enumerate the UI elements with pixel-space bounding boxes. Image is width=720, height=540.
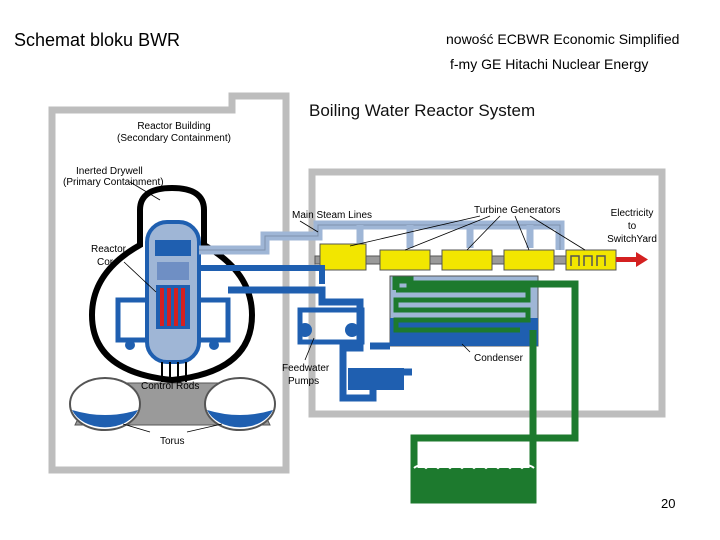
feedwater-return (199, 265, 325, 284)
slide-title: Schemat bloku BWR (14, 30, 181, 50)
leader-condenser (461, 343, 471, 353)
leader-core (123, 261, 157, 293)
label-feedwater-1: Feedwater (282, 363, 330, 374)
recirculation-loops (115, 297, 231, 343)
feedwater-pumps (297, 307, 365, 345)
label-secondary-containment: (Secondary Containment) (117, 133, 231, 144)
reactor-core (156, 285, 190, 329)
label-torus: Torus (160, 436, 184, 447)
steam-branches (356, 225, 534, 248)
generator-coil (570, 255, 606, 266)
label-main-steam-lines: Main Steam Lines (292, 210, 372, 221)
feedwater-heater (348, 368, 404, 390)
leader-steam (299, 220, 319, 233)
condenser (389, 275, 539, 347)
torus (69, 377, 276, 431)
leader-feedwater (304, 337, 315, 361)
cooling-basin (413, 464, 536, 500)
label-control-rods: Control Rods (141, 381, 199, 392)
recirc-pump-left (125, 340, 135, 350)
control-rods (161, 362, 187, 382)
note-line-1: nowość ECBWR Economic Simplified (446, 31, 680, 47)
leader-turbines (349, 215, 586, 251)
label-turbine-generators: Turbine Generators (474, 205, 560, 216)
label-reactor-core-1: Reactor (91, 244, 127, 255)
label-electricity-1: Electricity (611, 208, 654, 219)
label-reactor-building: Reactor Building (137, 121, 210, 132)
label-electricity-3: SwitchYard (607, 234, 657, 245)
label-inerted-drywell: Inerted Drywell (76, 166, 143, 177)
diagram-heading: Boiling Water Reactor System (309, 101, 535, 120)
leader-torus (122, 423, 151, 433)
electricity-arrow (616, 252, 648, 267)
label-reactor-core-2: Core (97, 257, 119, 268)
turbine-generators (319, 243, 617, 271)
label-primary-containment: (Primary Containment) (63, 177, 164, 188)
label-electricity-2: to (628, 221, 637, 232)
recirc-pump-right (209, 340, 219, 350)
leader-drywell (129, 181, 161, 201)
main-steam-line-edge (199, 224, 561, 251)
leader-torus-2 (186, 423, 223, 433)
label-feedwater-2: Pumps (288, 376, 319, 387)
label-condenser: Condenser (474, 353, 524, 364)
page-number: 20 (661, 496, 676, 511)
note-line-2: f-my GE Hitachi Nuclear Energy (450, 56, 649, 72)
